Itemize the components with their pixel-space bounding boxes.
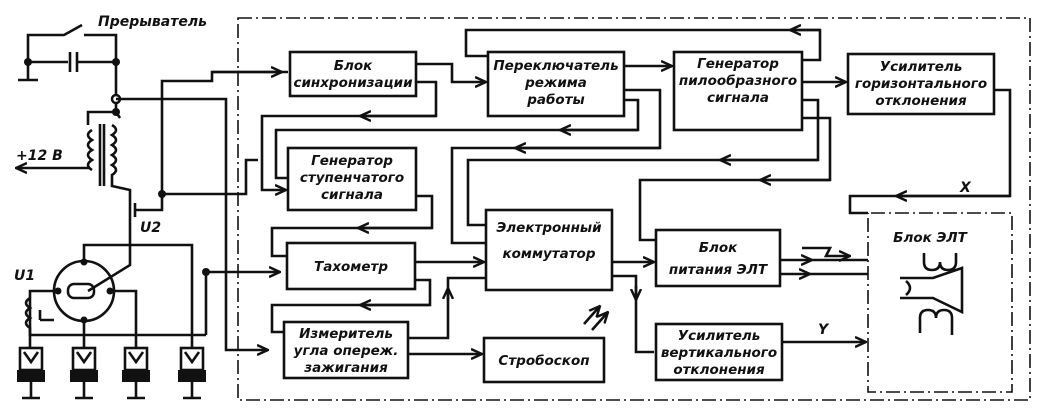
block-h-amp-line3: отклонения — [875, 93, 967, 109]
block-crt-power: Блок питания ЭЛТ — [654, 228, 782, 288]
block-v-amp-line2: вертикального — [661, 345, 777, 361]
spark-plugs — [17, 346, 206, 400]
block-horizontal-amplifier: Усилитель горизонтального отклонения — [846, 52, 996, 116]
connections — [212, 30, 1012, 354]
block-tachometer-label: Тахометр — [314, 259, 388, 275]
breaker-label: Прерыватель — [98, 14, 207, 30]
block-advance-line2: угла опереж. — [294, 343, 399, 359]
block-v-amp-line1: Усилитель — [678, 328, 761, 344]
block-step-gen-line2: ступенчатого — [300, 170, 404, 186]
block-step-gen-line1: Генератор — [311, 153, 393, 169]
block-sawtooth-line3: сигнала — [707, 90, 769, 106]
block-mode-switch-line3: работы — [526, 92, 585, 108]
x-signal-label: X — [959, 180, 972, 196]
device-enclosure — [237, 17, 1031, 401]
y-signal-label: Y — [818, 322, 830, 338]
block-step-generator: Генератор ступенчатого сигнала — [286, 146, 418, 212]
block-el-switch-line1: Электронный — [496, 220, 602, 236]
block-stroboscope: Стробоскоп — [482, 336, 606, 384]
block-sawtooth-generator: Генератор пилообразного сигнала — [672, 50, 804, 132]
block-sync: Блок синхронизации — [288, 50, 418, 98]
block-crt-label: Блок ЭЛТ — [893, 230, 968, 246]
block-sawtooth-line1: Генератор — [697, 56, 779, 72]
block-crt: Блок ЭЛТ — [893, 230, 969, 335]
block-vertical-amplifier: Усилитель вертикального отклонения — [654, 322, 784, 382]
crt-enclosure — [867, 212, 1013, 393]
block-h-amp-line1: Усилитель — [880, 59, 963, 75]
block-electronic-switch: Электронный коммутатор — [484, 208, 614, 292]
block-tachometer: Тахометр — [285, 241, 417, 291]
block-mode-switch: Переключатель режима работы — [486, 50, 626, 118]
supply-voltage-label: +12 В — [16, 148, 63, 164]
ignition-circuit — [16, 23, 282, 400]
block-step-gen-line3: сигнала — [321, 187, 383, 203]
block-sync-line1: Блок — [334, 58, 373, 74]
block-crt-power-line1: Блок — [699, 240, 738, 256]
block-v-amp-line3: отклонения — [673, 362, 765, 378]
block-stroboscope-label: Стробоскоп — [498, 353, 589, 369]
u1-label: U1 — [14, 268, 35, 284]
block-el-switch-line2: коммутатор — [502, 246, 595, 262]
block-mode-switch-line2: режима — [524, 75, 587, 91]
block-advance-meter: Измеритель угла опереж. зажигания — [282, 320, 410, 380]
u2-label: U2 — [140, 220, 161, 236]
block-advance-line3: зажигания — [303, 360, 388, 376]
crt-tube-icon — [900, 266, 964, 315]
block-crt-power-line2: питания ЭЛТ — [669, 262, 769, 278]
block-h-amp-line2: горизонтального — [855, 76, 987, 92]
block-advance-line1: Измеритель — [299, 326, 393, 342]
block-mode-switch-line1: Переключатель — [493, 58, 618, 74]
block-sawtooth-line2: пилообразного — [679, 73, 797, 89]
block-sync-line2: синхронизации — [293, 75, 413, 91]
